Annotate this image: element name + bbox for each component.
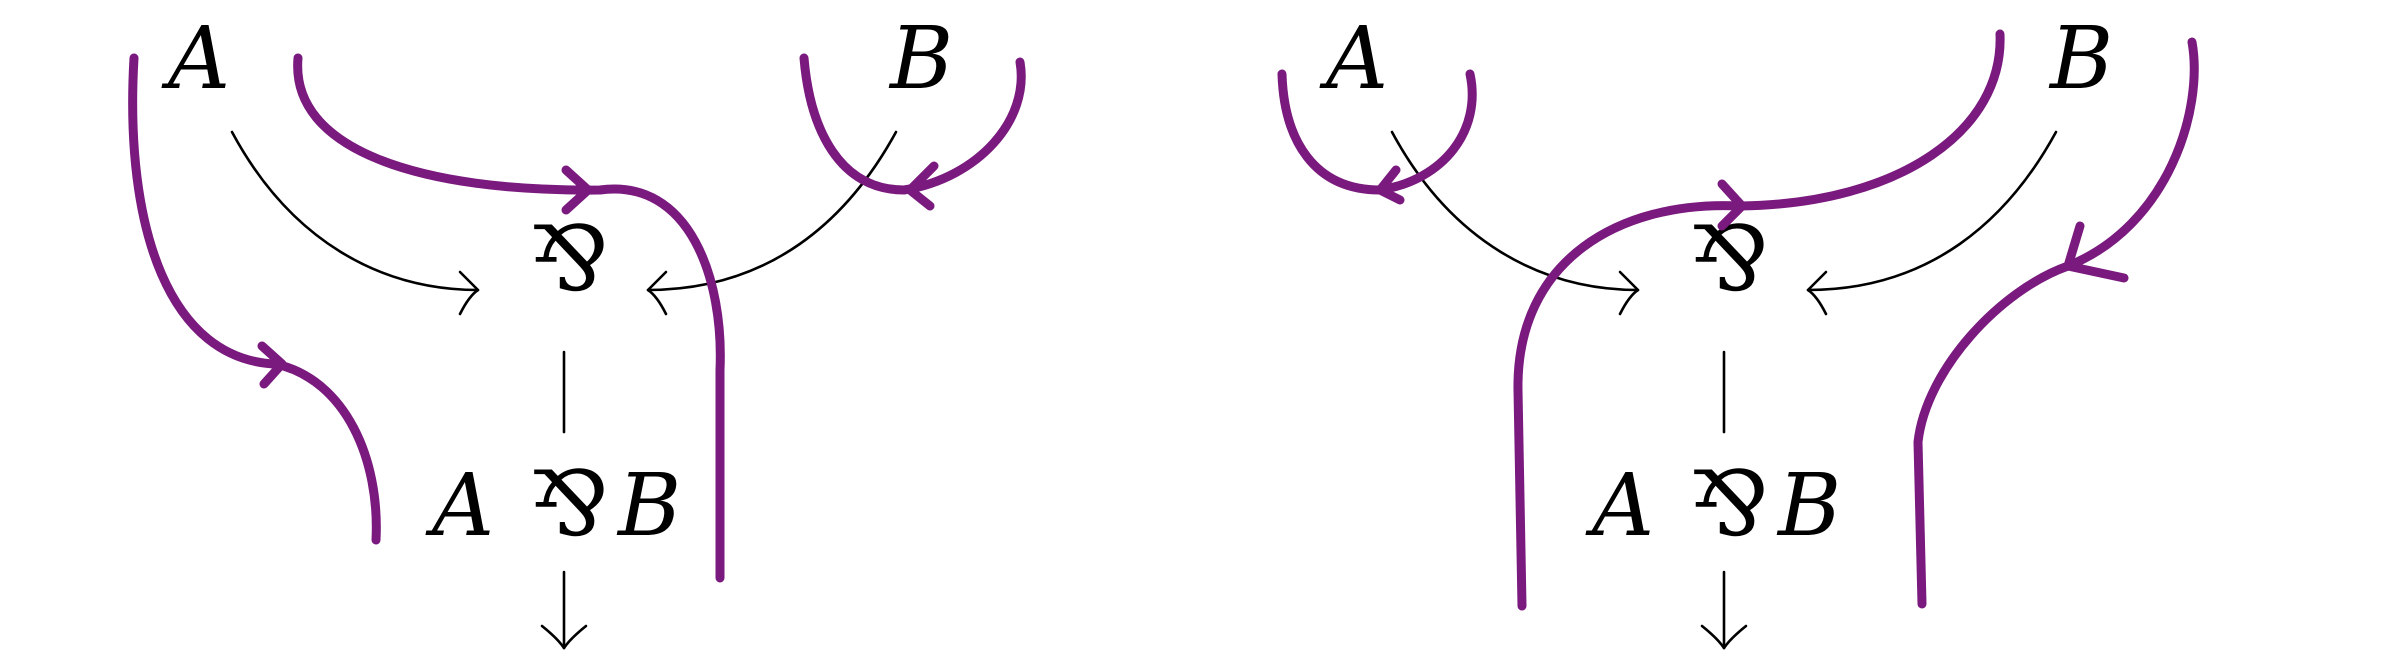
right-arrowhead-b <box>1806 270 1828 316</box>
right-proof-arrow-a <box>1375 165 1405 205</box>
left-result-b: B <box>616 456 681 556</box>
left-proof-path-b-loop <box>799 53 1026 195</box>
right-result-par: ⅋ <box>1690 452 1770 557</box>
right-par-symbol: ⅋ <box>1690 207 1770 312</box>
left-result-par: ⅋ <box>530 452 610 557</box>
left-label-b: B <box>888 9 953 109</box>
right-wire-a-to-par <box>1390 130 1640 292</box>
left-proof-arrow-a <box>561 165 593 215</box>
right-result-a: A <box>1585 456 1654 556</box>
right-proof-arrow-b <box>1717 179 1747 231</box>
left-wire-b-to-par <box>646 130 898 292</box>
right-label-b: B <box>2048 9 2113 109</box>
left-proof-net: A B ⅋ A ⅋ B <box>128 9 1026 650</box>
left-label-a: A <box>161 9 230 109</box>
right-result-b: B <box>1776 456 1841 556</box>
right-wire-b-to-par <box>1806 130 2058 292</box>
right-proof-net: A B ⅋ A ⅋ B <box>1277 9 2199 650</box>
left-arrowhead-a <box>458 270 480 316</box>
left-arrowhead-b <box>646 270 668 316</box>
right-label-a: A <box>1319 9 1388 109</box>
left-result-a: A <box>425 456 494 556</box>
right-arrowhead-output <box>1700 624 1748 650</box>
right-proof-arrow-outer-b <box>2063 221 2129 283</box>
left-proof-arrow-b <box>905 161 939 211</box>
left-wire-a-to-par <box>230 130 480 292</box>
left-proof-path-outer-a <box>128 53 381 545</box>
right-arrowhead-a <box>1618 270 1640 316</box>
left-arrowhead-output <box>540 624 588 650</box>
left-proof-arrow-outer-a <box>257 341 287 389</box>
left-par-symbol: ⅋ <box>530 207 610 312</box>
